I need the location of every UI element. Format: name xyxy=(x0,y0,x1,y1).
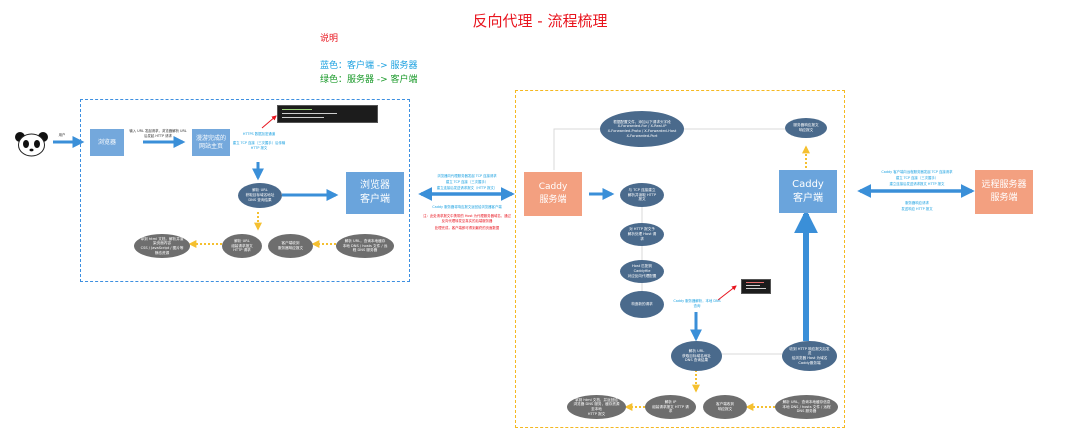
panda-note: 用户 xyxy=(58,133,66,137)
arrow-red-terminal2 xyxy=(717,285,737,301)
caddy-reply-node: 收到 HTTP 响应报文后发送 给浏览器 Host 为域名 Caddy服务端 xyxy=(782,341,837,371)
client-step-dns: 解析 URL，查询本地缓存 本地 DNS / hosts 文件 / 远程 DNS… xyxy=(336,234,394,258)
terminal-screenshot xyxy=(277,105,378,123)
right-note-blue1: Caddy 客户端向远程服务器发起 TCP 连接请求 xyxy=(881,170,953,174)
caddy-server-box: Caddy 服务端 xyxy=(524,172,582,216)
mid-note-blue1: 浏览器向代理服务器发起 TCP 连接请求 xyxy=(437,174,497,178)
note-https: HTTPS 数据加密通道 xyxy=(242,132,276,136)
caddy-zone xyxy=(515,90,845,428)
caddy-http-node: 对 HTTP 报文予 解析处理 Host 请求 xyxy=(620,223,664,246)
tls-node: 解析 URL 获取目标域名地址 DNS 查询结果 xyxy=(238,183,282,208)
legend-green: 绿色：服务器 -> 客户端 xyxy=(320,75,418,85)
right-note-blue3: 建立连接后发送请求报文 HTTP 报文 xyxy=(889,182,945,186)
mid-note-blue3: 建立连接后发送请求报文（HTTP 报文） xyxy=(436,186,498,190)
caddy-client-box: Caddy 客户端 xyxy=(779,170,837,213)
page-title: 反向代理 - 流程梳理 xyxy=(472,12,608,30)
caddy-send-node: 构造新的请求 xyxy=(620,291,664,318)
note-request: 输入 URL 发起请求，浏览器解析 URL 后发起 HTTP 请求 xyxy=(129,129,187,138)
caddy-step-dns: 解析 URL，查询本地缓存信息 本地 DNS / hosts 文件 / 远程 D… xyxy=(775,395,838,419)
caddy-dns-node: 解析 URL 获取目标域名地址 DNS 查询结果 xyxy=(671,341,722,371)
panda-icon xyxy=(15,132,48,157)
right-note-blue2: 建立 TCP 连接（三次握手） xyxy=(895,176,939,180)
client-zone xyxy=(80,99,410,282)
resolve-box: 漫游完成的 网站主页 xyxy=(192,129,230,156)
mid-note-blue2: 建立 TCP 连接（三次握手） xyxy=(445,180,489,184)
caddy-final-node: 服务器响应报文 响应报文 xyxy=(785,118,827,138)
mid-note-red2: 处理完成，客户端即可得到最终的页面数据 xyxy=(434,226,500,230)
browser-client-box: 浏览器 客户端 xyxy=(346,172,404,214)
legend-heading: 说明 xyxy=(320,34,339,44)
mid-note-orange1: Caddy 服务器将响应报文返回给浏览器客户端 xyxy=(432,205,502,209)
caddy-header-node: 根据配置文件，添加以下请求头字段 X-Forwarded-For / X-Rea… xyxy=(600,111,684,147)
right-note-green1: 服务器响应请求 xyxy=(905,201,929,205)
legend-blue: 蓝色：客户端 -> 服务器 xyxy=(320,61,418,71)
client-step-render: 拿到 html 文档，解析并渲染页面内容 CSS / JavaScript / … xyxy=(134,234,190,258)
caddy-step-receive: 客户端收到 响应报文 xyxy=(703,395,747,419)
arrow-red-terminal xyxy=(261,115,277,129)
mid-note-red1: 注：此处请求报文中携带的 Host 为代理服务器域名，通过反向代理转发至真实的后… xyxy=(423,214,511,223)
terminal-screenshot-2 xyxy=(741,279,771,294)
client-step-request: 解析 URL 组装请求报文 HTTP 请求 xyxy=(222,234,262,258)
line-caddy-header xyxy=(553,128,600,170)
caddy-match-node: Host 匹配到 Caddyfile 对应反向代理配置 xyxy=(620,260,664,283)
remote-server-box: 远程服务器 服务端 xyxy=(975,170,1033,214)
caddy-tcp-node: 与 TCP 连接建立 解析并读取 HTTP 报文 xyxy=(620,183,664,207)
right-note-green2: 发送响应 HTTP 报文 xyxy=(901,207,933,211)
client-step-receive: 客户端收到 服务器响应报文 xyxy=(268,234,313,258)
browser-box: 浏览器 xyxy=(90,129,124,156)
caddy-step-request: 解析 IP 组装请求报文 HTTP 请求 xyxy=(645,395,696,419)
note-https2: 建立 TCP 连接（三次握手）后传输 HTTP 报文 xyxy=(232,141,286,150)
caddy-note-dns: Caddy 服务器解析，本地 DNS 查询 xyxy=(673,299,721,308)
caddy-step-return: 拿到 html 文档，并返回给 浏览器 DNS 服务，缓存资源至本地 HTTP … xyxy=(567,395,626,419)
